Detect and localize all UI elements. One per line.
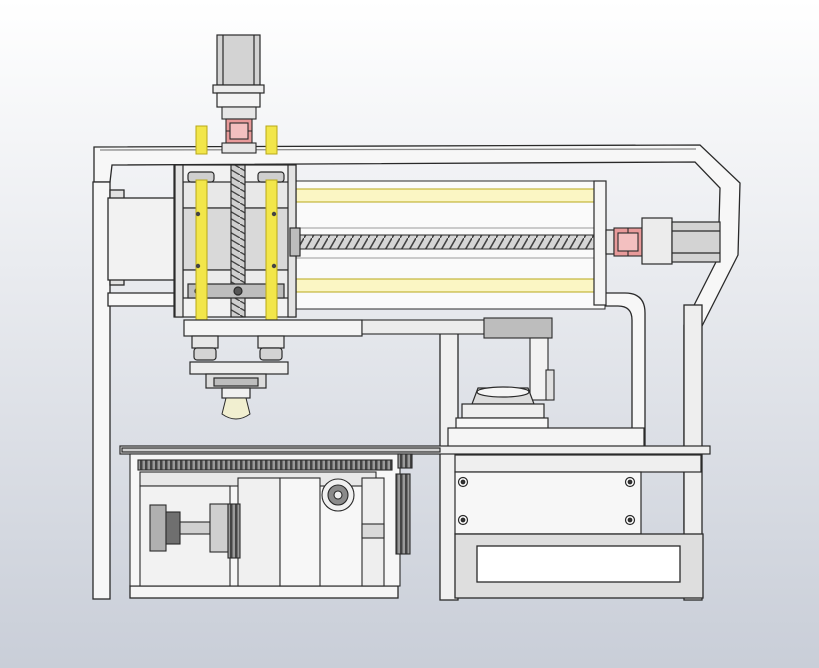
guide-rod-caps [195, 125, 278, 155]
y-axis-table [119, 427, 711, 535]
x-axis-coupling [613, 227, 643, 257]
z-axis-carriage [173, 164, 301, 318]
x-axis-motor [641, 217, 721, 265]
cable-chain [361, 317, 555, 401]
carriage-bolts [195, 211, 277, 269]
vise-fixture [455, 386, 549, 431]
spindle-holder [183, 319, 363, 399]
z-axis-stepper-motor [212, 34, 265, 108]
x-axis-end-plate [593, 180, 615, 306]
x-axis-ballscrew [295, 234, 607, 250]
spindle-tip [221, 397, 251, 420]
y-axis-gearbox [129, 453, 413, 587]
z-axis-coupling [221, 106, 257, 154]
